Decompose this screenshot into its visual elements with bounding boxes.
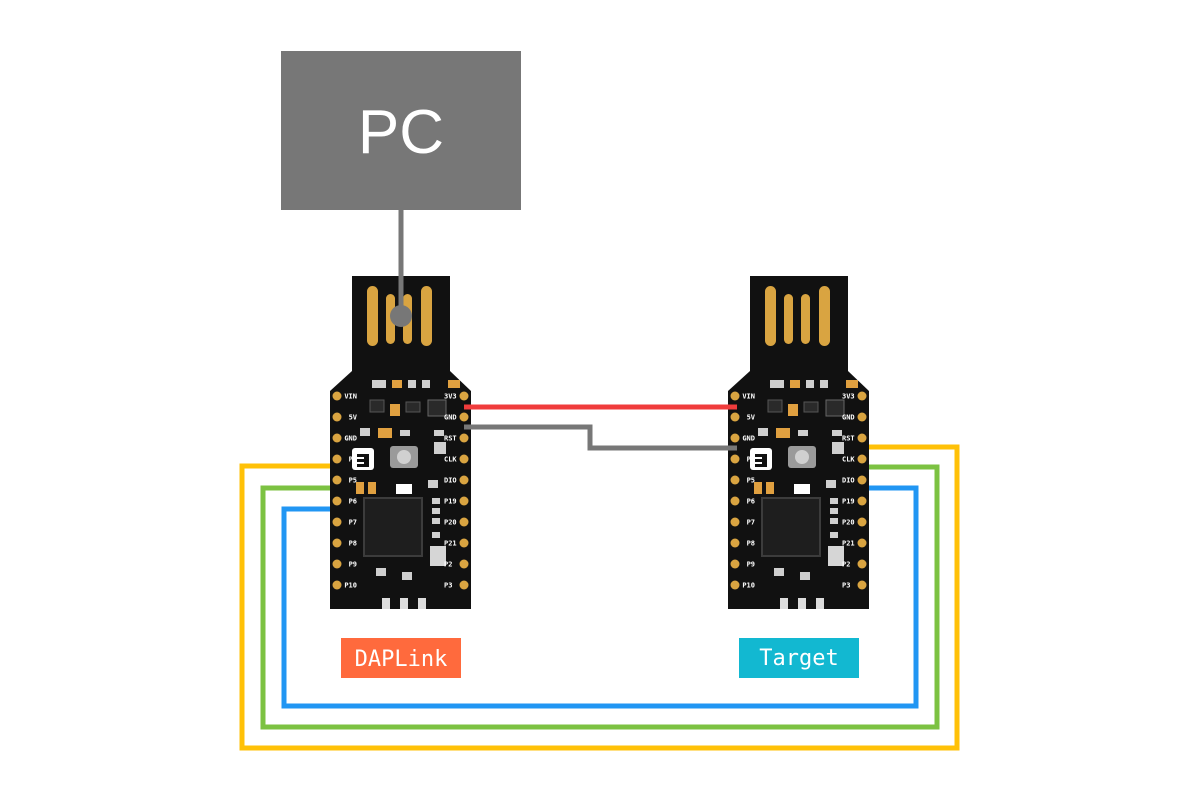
pin-label: P2 bbox=[842, 561, 850, 569]
pc-label: PC bbox=[358, 98, 444, 167]
pin-label: P5 bbox=[349, 477, 357, 485]
pin-label: DIO bbox=[444, 477, 457, 485]
pin-label: P21 bbox=[842, 540, 855, 548]
pin-label: GND bbox=[842, 414, 855, 422]
pin-label: 3V3 bbox=[444, 393, 457, 401]
gnd-wire bbox=[464, 424, 737, 451]
pin-label: P8 bbox=[349, 540, 357, 548]
daplink-left-pin-labels: VIN 5V GND P4 P5 P6 P7 P8 P9 P10 bbox=[344, 393, 357, 590]
pin-label: GND bbox=[742, 435, 755, 443]
pin-label: 5V bbox=[349, 414, 358, 422]
pin-label: P21 bbox=[444, 540, 457, 548]
target-tag bbox=[739, 638, 859, 678]
pin-label: P9 bbox=[747, 561, 755, 569]
pin-label: RST bbox=[444, 435, 457, 443]
pin-label: CLK bbox=[444, 456, 457, 464]
pin-label: P2 bbox=[444, 561, 452, 569]
daplink-tag-label: DAPLink bbox=[355, 647, 448, 672]
pin-label: VIN bbox=[742, 393, 755, 401]
target-tag-label: Target bbox=[759, 646, 838, 671]
pin-label: 5V bbox=[747, 414, 756, 422]
pin-label: GND bbox=[344, 435, 357, 443]
pin-label: GND bbox=[444, 414, 457, 422]
pin-label: P4 bbox=[349, 456, 357, 464]
pin-label: P10 bbox=[742, 582, 755, 590]
pin-label: VIN bbox=[344, 393, 357, 401]
target-right-pin-labels: 3V3 GND RST CLK DIO P19 P20 P21 P2 P3 bbox=[842, 393, 855, 590]
pin-label: P10 bbox=[344, 582, 357, 590]
pin-label: P19 bbox=[444, 498, 457, 506]
pin-label: P20 bbox=[842, 519, 855, 527]
pin-label: P6 bbox=[349, 498, 357, 506]
daplink-board: VIN 5V GND P4 P5 P6 P7 P8 P9 P10 3V3 GND… bbox=[329, 275, 472, 610]
pin-label: P19 bbox=[842, 498, 855, 506]
usb-cable-end bbox=[390, 305, 412, 327]
pin-label: DIO bbox=[842, 477, 855, 485]
pin-label: P7 bbox=[349, 519, 357, 527]
yellow-wire bbox=[239, 444, 960, 751]
target-left-pin-labels: VIN 5V GND P4 P5 P6 P7 P8 P9 P10 bbox=[742, 393, 755, 590]
pin-label: P9 bbox=[349, 561, 357, 569]
pin-label: 3V3 bbox=[842, 393, 855, 401]
target-board: VIN 5V GND P4 P5 P6 P7 P8 P9 P10 3V3 GND… bbox=[727, 275, 870, 610]
blue-wire bbox=[281, 485, 919, 709]
pin-label: P5 bbox=[747, 477, 755, 485]
daplink-right-pin-labels: 3V3 GND RST CLK DIO P19 P20 P21 P2 P3 bbox=[444, 393, 457, 590]
green-wire bbox=[260, 464, 940, 730]
pin-label: P3 bbox=[842, 582, 850, 590]
daplink-tag bbox=[341, 638, 461, 678]
pc-box bbox=[281, 51, 521, 210]
pin-label: RST bbox=[842, 435, 855, 443]
pin-label: P20 bbox=[444, 519, 457, 527]
pin-label: P8 bbox=[747, 540, 755, 548]
pin-label: P7 bbox=[747, 519, 755, 527]
pin-label: P6 bbox=[747, 498, 755, 506]
pin-label: CLK bbox=[842, 456, 855, 464]
pin-label: P4 bbox=[747, 456, 755, 464]
pin-label: P3 bbox=[444, 582, 452, 590]
